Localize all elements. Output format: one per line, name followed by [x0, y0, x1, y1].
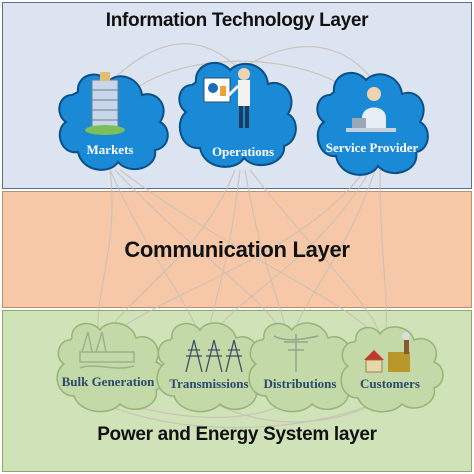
markets-label: Markets [87, 142, 134, 157]
it-cloud-service-provider[interactable]: Service Provider [316, 71, 429, 176]
power-plant-icon [79, 331, 135, 369]
distributions-label: Distributions [264, 376, 337, 391]
building-icon [85, 72, 125, 135]
customers-label: Customers [360, 376, 420, 391]
it-layer-title: Information Technology Layer [105, 10, 369, 31]
communication-layer-title: Communication Layer [124, 237, 350, 262]
distribution-pole-icon [273, 334, 319, 372]
power-cloud-customers[interactable]: Customers [340, 326, 444, 413]
communication-layer-band [2, 191, 472, 308]
house-factory-icon [364, 332, 410, 373]
it-cloud-operations[interactable]: Operations [178, 61, 297, 168]
power-layer-title: Power and Energy System layer [97, 424, 377, 445]
power-cloud-transmissions[interactable]: Transmissions [156, 322, 266, 413]
operations-label: Operations [212, 144, 274, 159]
power-cloud-bulk-generation[interactable]: Bulk Generation [56, 322, 166, 413]
transmissions-label: Transmissions [169, 376, 248, 391]
transmission-tower-icon [185, 339, 243, 373]
bulk-generation-label: Bulk Generation [62, 374, 156, 389]
service-provider-label: Service Provider [326, 140, 419, 155]
it-cloud-markets[interactable]: Markets [58, 72, 169, 171]
power-cloud-distributions[interactable]: Distributions [248, 322, 358, 413]
service-person-icon [346, 87, 396, 132]
presenter-icon [203, 68, 250, 128]
